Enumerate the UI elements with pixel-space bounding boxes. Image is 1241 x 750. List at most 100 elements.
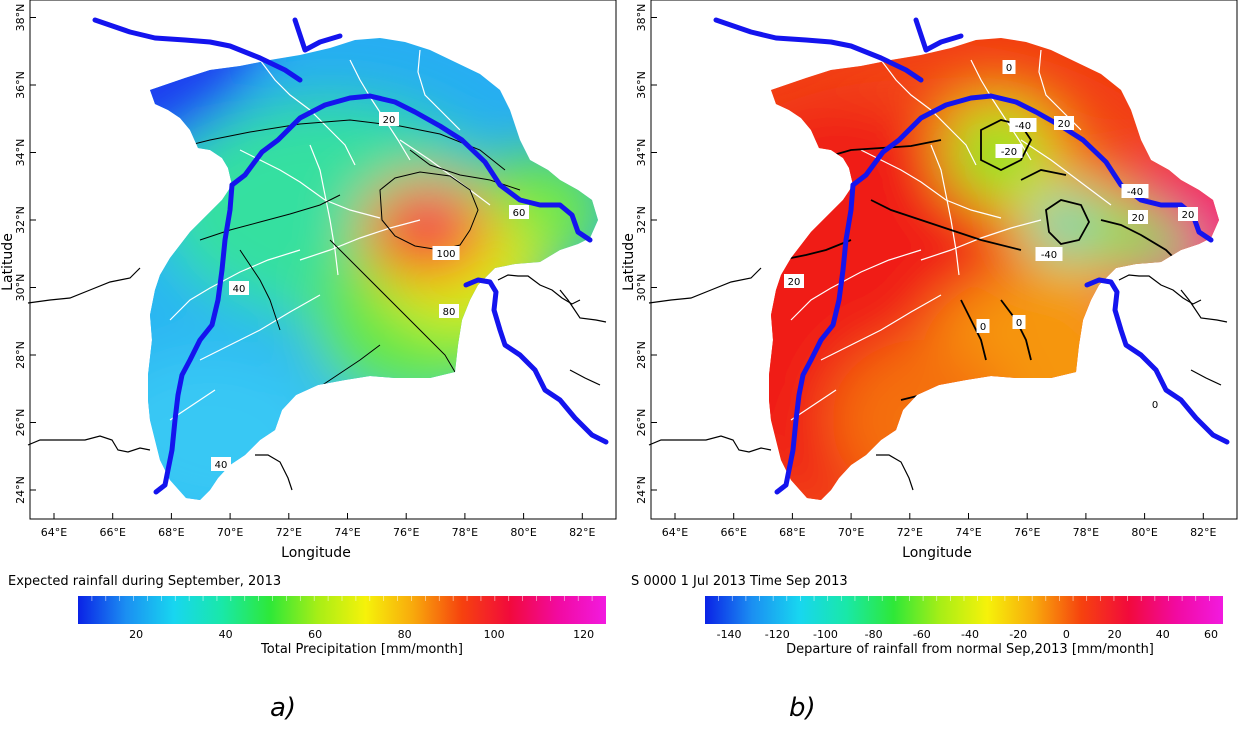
- panel-a-x-axis-label: Longitude: [281, 545, 351, 561]
- panel-b-x-tick-label: 74°E: [955, 526, 981, 539]
- panel-b-y-tick-label: 30°N: [635, 274, 648, 302]
- panel-b-contour-label: -40: [1009, 118, 1037, 132]
- panel-b-contour-label: 0: [1002, 60, 1016, 74]
- panel-b-contour-label: 0: [976, 319, 990, 333]
- svg-text:60: 60: [513, 208, 526, 219]
- svg-text:0: 0: [1152, 400, 1158, 411]
- panel-b-x-tick-label: 64°E: [662, 526, 688, 539]
- panel-a: 20 40 40 60 80 100 64°E 66°E 68°E 70°E 72°E 74°E 76°…: [0, 0, 620, 746]
- panel-a-x-tick-label: 74°E: [334, 526, 360, 539]
- panel-b-colorbar-tick: 40: [1156, 628, 1170, 641]
- svg-text:80: 80: [443, 307, 456, 318]
- panel-b-contour-label: -40: [1121, 184, 1149, 198]
- svg-text:20: 20: [1182, 210, 1195, 221]
- svg-text:0: 0: [980, 322, 986, 333]
- panel-b-x-tick-label: 66°E: [720, 526, 746, 539]
- panel-b-colorbar-tick: -60: [913, 628, 931, 641]
- panel-a-contour-label: 40: [229, 281, 249, 295]
- panel-a-x-tick-label: 76°E: [393, 526, 419, 539]
- panel-b-colorbar-tick: -140: [717, 628, 742, 641]
- panel-a-coastline: [27, 267, 607, 491]
- panel-b-x-tick-label: 72°E: [897, 526, 923, 539]
- panel-b-caption: S 0000 1 Jul 2013 Time Sep 2013: [631, 574, 848, 589]
- panel-a-boundary-lines: [169, 49, 491, 421]
- svg-text:20: 20: [1132, 213, 1145, 224]
- panel-b-colorbar-tick: -20: [1009, 628, 1027, 641]
- panel-a-caption: Expected rainfall during September, 2013: [8, 574, 281, 589]
- panel-a-colorbar-tick: 60: [308, 628, 322, 641]
- panel-a-x-tick-label: 68°E: [158, 526, 184, 539]
- panel-b-x-axis-label: Longitude: [902, 545, 972, 561]
- panel-a-y-tick-label: 34°N: [14, 139, 27, 167]
- panel-b-colorbar-tick: -40: [961, 628, 979, 641]
- svg-text:40: 40: [233, 284, 246, 295]
- svg-text:100: 100: [436, 249, 455, 260]
- panel-b-y-tick-label: 28°N: [635, 341, 648, 369]
- panel-b-contour-label: 20: [1128, 210, 1148, 224]
- panel-a-sub-label: a): [270, 693, 296, 723]
- panel-b-rivers: [713, 17, 1230, 495]
- panel-b-y-tick-label: 32°N: [635, 206, 648, 234]
- panel-a-colorbar-label: Total Precipitation [mm/month]: [260, 642, 463, 657]
- panel-b-y-tick-label: 34°N: [635, 139, 648, 167]
- svg-text:-20: -20: [1001, 147, 1017, 158]
- svg-text:0: 0: [1016, 318, 1022, 329]
- panel-b-x-tick-label: 76°E: [1014, 526, 1040, 539]
- svg-text:0: 0: [1006, 63, 1012, 74]
- panel-a-y-tick-label: 28°N: [14, 341, 27, 369]
- panel-b: 0 -40 -20 20 20 -40 -40 20 0 0 0 20 64°E 66°E 68°E 70°E…: [621, 0, 1241, 746]
- panel-a-contour-label: 40: [211, 457, 231, 471]
- panel-a-x-tick-label: 72°E: [276, 526, 302, 539]
- panel-a-colorbar-tick: 120: [573, 628, 594, 641]
- panel-a-y-tick-label: 30°N: [14, 274, 27, 302]
- panel-a-colorbar-tick: 100: [484, 628, 505, 641]
- panel-b-x-tick-label: 68°E: [779, 526, 805, 539]
- panel-a-y-tick-label: 24°N: [14, 476, 27, 504]
- panel-a-colorbar-tick: 20: [129, 628, 143, 641]
- panel-b-contour-label: -40: [1035, 247, 1063, 261]
- panel-b-sub-label: b): [789, 693, 816, 723]
- panel-b-colorbar-tick: -120: [765, 628, 790, 641]
- panel-b-x-tick-label: 70°E: [838, 526, 864, 539]
- svg-text:20: 20: [1058, 119, 1071, 130]
- panel-b-contour-label: 20: [1178, 207, 1198, 221]
- panel-b-x-tick-label: 82°E: [1190, 526, 1216, 539]
- panel-b-colorbar-tick: 60: [1204, 628, 1218, 641]
- panel-b-contour-label: 20: [1054, 116, 1074, 130]
- panel-a-contour-label: 20: [379, 112, 399, 126]
- svg-text:-40: -40: [1041, 250, 1057, 261]
- panel-a-y-tick-label: 26°N: [14, 409, 27, 437]
- panel-a-x-tick-label: 70°E: [217, 526, 243, 539]
- panel-a-map-svg: 20 40 40 60 80 100 64°E 66°E 68°E 70°E 72°E 74°E 76°…: [0, 0, 617, 723]
- svg-text:-40: -40: [1127, 187, 1143, 198]
- panel-b-x-tick-label: 80°E: [1131, 526, 1157, 539]
- panel-a-contour-label: 80: [439, 304, 459, 318]
- panel-a-contour-label: 60: [509, 205, 529, 219]
- panel-a-colorbar-tick: 40: [219, 628, 233, 641]
- panel-a-y-tick-label: 36°N: [14, 71, 27, 99]
- svg-text:40: 40: [215, 460, 228, 471]
- panel-b-y-tick-label: 38°N: [635, 4, 648, 32]
- panel-a-x-tick-label: 64°E: [41, 526, 67, 539]
- panel-b-y-tick-label: 24°N: [635, 476, 648, 504]
- panel-a-colorbar-tick: 80: [398, 628, 412, 641]
- panel-b-colorbar-tick: -80: [865, 628, 883, 641]
- panel-a-x-tick-label: 80°E: [510, 526, 536, 539]
- panel-b-y-tick-label: 36°N: [635, 71, 648, 99]
- panel-a-y-tick-label: 38°N: [14, 4, 27, 32]
- svg-text:-40: -40: [1015, 121, 1031, 132]
- panel-b-map-svg: 0 -40 -20 20 20 -40 -40 20 0 0 0 20 64°E 66°E 68°E 70°E…: [621, 0, 1238, 723]
- panel-a-x-tick-label: 66°E: [99, 526, 125, 539]
- panel-b-y-axis-label: Latitude: [621, 233, 637, 291]
- panel-a-contour-label: 100: [432, 246, 460, 260]
- panel-a-rivers: [92, 17, 609, 495]
- svg-text:20: 20: [383, 115, 396, 126]
- panel-b-colorbar-tick: 20: [1108, 628, 1122, 641]
- panel-b-contour-label: 20: [784, 274, 804, 288]
- panel-b-coastline: [648, 267, 1228, 491]
- panel-a-y-tick-label: 32°N: [14, 206, 27, 234]
- panel-b-colorbar-tick: 0: [1063, 628, 1070, 641]
- panel-b-contour-label: 0: [1012, 315, 1026, 329]
- panel-a-x-tick-label: 82°E: [569, 526, 595, 539]
- panel-b-contour-label: 0: [1148, 397, 1162, 411]
